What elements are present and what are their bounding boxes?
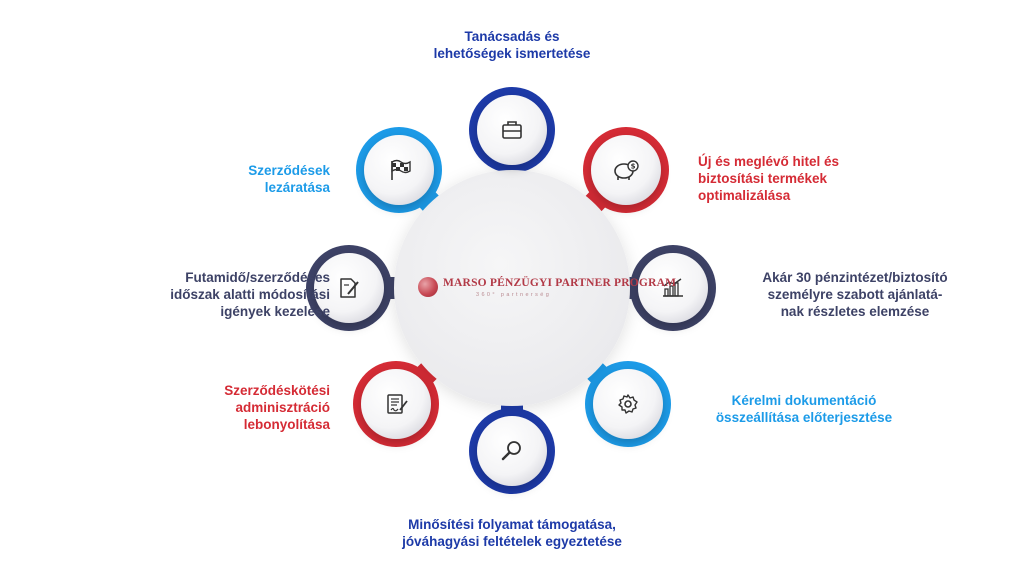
step-node-bottom-left	[361, 369, 431, 439]
checkered-flag-icon	[391, 159, 411, 180]
bar-chart-icon	[663, 278, 683, 297]
step-node-left	[314, 253, 384, 323]
brand-logo: MARSO PÉNZÜGYI PARTNER PROGRAM 360° part…	[418, 275, 676, 301]
gear-icon	[618, 394, 638, 414]
step-button-top	[477, 95, 547, 165]
step-node-top-left	[364, 135, 434, 205]
step-node-top-right: $	[591, 135, 661, 205]
logo-name: MARSO PÉNZÜGYI PARTNER PROGRAM	[443, 277, 677, 289]
step-button-bottom	[477, 416, 547, 486]
step-button-bottom-right	[593, 369, 663, 439]
logo-tagline: 360° partnerség	[476, 292, 552, 298]
logo-mark	[418, 277, 438, 297]
briefcase-icon	[502, 121, 522, 139]
piggy-bank-icon: $	[614, 160, 639, 180]
step-button-left	[314, 253, 384, 323]
step-node-bottom	[477, 416, 547, 486]
step-node-top	[477, 95, 547, 165]
step-label-bottom: Minősítési folyamat támogatása,jóváhagyá…	[402, 517, 622, 549]
center-disc	[394, 170, 630, 406]
step-node-right	[638, 253, 708, 323]
svg-text:$: $	[631, 163, 636, 171]
step-node-bottom-right	[593, 369, 663, 439]
edit-document-icon	[340, 278, 359, 298]
step-button-bottom-left	[361, 369, 431, 439]
magnifier-icon	[501, 441, 521, 461]
step-button-top-right	[591, 135, 661, 205]
signed-document-icon	[387, 394, 408, 414]
